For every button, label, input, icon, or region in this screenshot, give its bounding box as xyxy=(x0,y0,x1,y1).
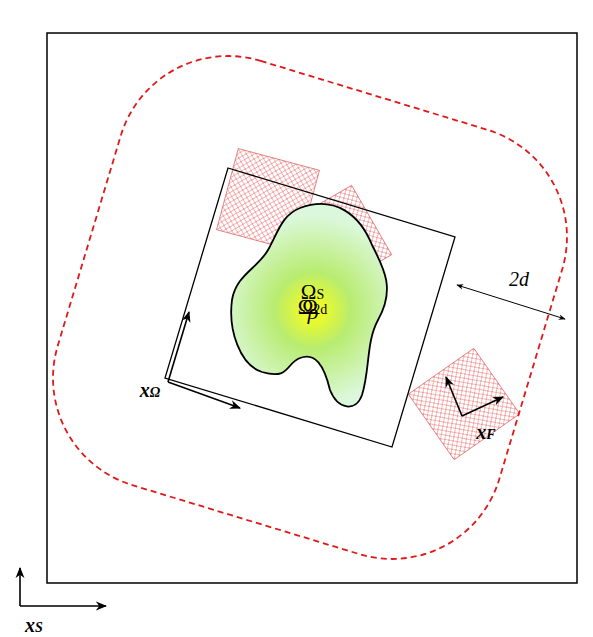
dimension-label: 2d xyxy=(509,268,529,290)
axes-frame-omega xyxy=(168,312,240,408)
domain-square: ρΩΩ2dΩS xyxy=(47,0,578,585)
axes-frame-s xyxy=(20,568,106,606)
axis-label: xΩ xyxy=(140,379,160,401)
axis-label: xS xyxy=(25,614,43,636)
hatched-frame xyxy=(408,348,519,459)
node-label: ΩS xyxy=(301,281,324,304)
axes-frame-f xyxy=(446,377,503,416)
axis-label: xF xyxy=(476,421,495,443)
offset-region: ρΩΩ2d xyxy=(50,50,575,565)
dimension-arrow xyxy=(457,285,565,319)
